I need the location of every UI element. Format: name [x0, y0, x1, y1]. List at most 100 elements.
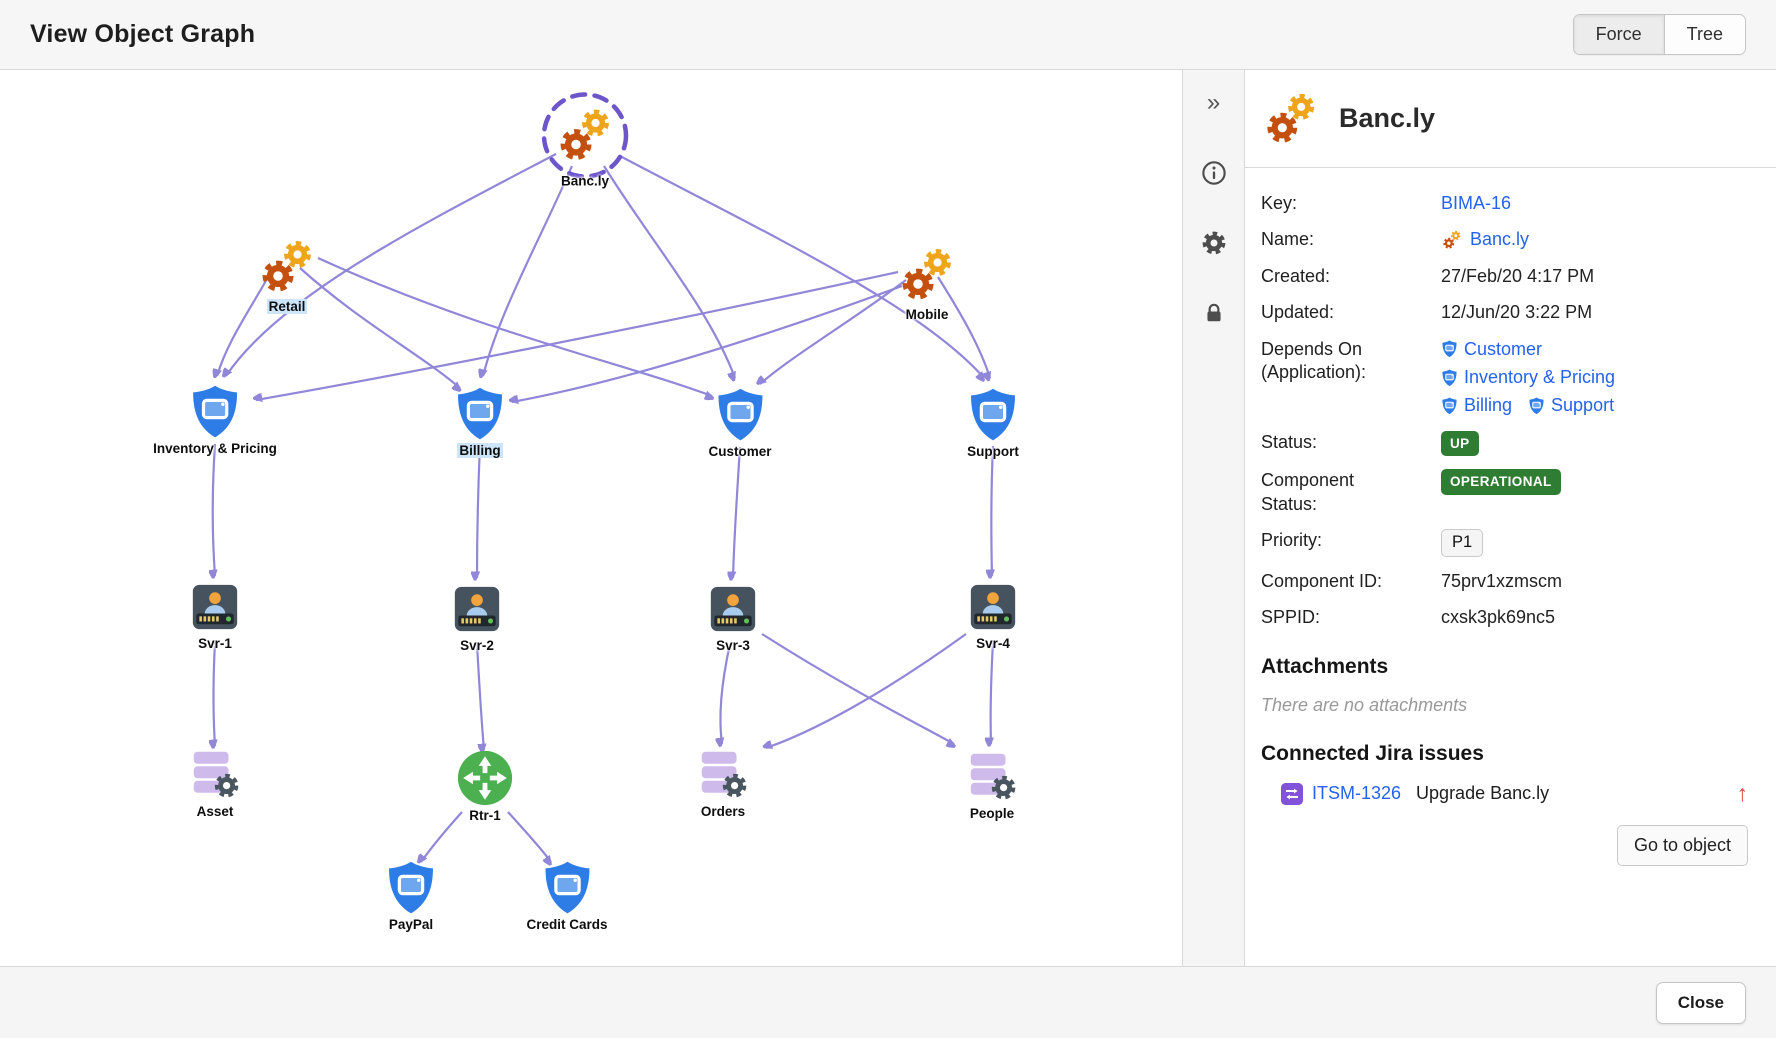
application-gears-icon-selected	[541, 92, 629, 179]
edge	[760, 279, 907, 384]
depends-on-link-support[interactable]: Support	[1551, 395, 1615, 416]
field-row-updated: Updated: 12/Jun/20 3:22 PM	[1261, 301, 1748, 324]
node-label: Banc.ly	[560, 173, 610, 189]
node-label: Orders	[700, 804, 746, 819]
status-badge: UP	[1441, 430, 1479, 457]
edge	[483, 165, 574, 376]
key-link[interactable]: BIMA-16	[1441, 193, 1512, 213]
field-row-component-id: Component ID: 75prv1xzmscm	[1261, 570, 1748, 593]
database-gear-icon	[186, 745, 244, 803]
node-label: Customer	[708, 444, 772, 459]
settings-icon[interactable]	[1199, 228, 1229, 258]
object-detail-panel: Banc.ly Key: BIMA-16 Name: Banc.ly Creat…	[1245, 70, 1776, 966]
application-gears-icon	[1261, 89, 1321, 149]
application-gears-icon	[896, 244, 958, 306]
field-row-key: Key: BIMA-16	[1261, 192, 1748, 215]
issue-key-link[interactable]: ITSM-1326	[1312, 783, 1402, 804]
attachments-heading: Attachments	[1261, 655, 1389, 679]
jira-issue-row[interactable]: ITSM-1326 Upgrade Banc.ly ↑	[1261, 782, 1748, 805]
graph-node-paypal[interactable]: PayPal	[385, 860, 437, 932]
application-gears-icon	[1441, 229, 1463, 251]
expand-panel-icon[interactable]: »	[1199, 88, 1229, 118]
server-icon	[192, 584, 238, 630]
info-icon[interactable]	[1199, 158, 1229, 188]
name-link[interactable]: Banc.ly	[1470, 229, 1530, 250]
graph-node-svr-1[interactable]: Svr-1	[187, 579, 243, 651]
node-label: Credit Cards	[526, 917, 608, 932]
edge	[603, 165, 737, 378]
page-title: View Object Graph	[30, 20, 256, 48]
sppid-value: cxsk3pk69nc5	[1441, 606, 1556, 627]
footer-bar: Close	[0, 966, 1776, 1038]
shield-app-icon	[456, 386, 504, 442]
node-label: People	[969, 806, 1015, 821]
field-row-name: Name: Banc.ly	[1261, 228, 1748, 251]
node-label: Asset	[196, 804, 234, 819]
edge	[991, 641, 995, 744]
node-label: Rtr-1	[469, 808, 501, 823]
graph-node-inventory-pricing[interactable]: Inventory & Pricing	[153, 384, 277, 456]
issue-type-icon	[1281, 782, 1303, 805]
shield-app-icon	[1441, 368, 1458, 387]
force-view-button[interactable]: Force	[1573, 15, 1664, 54]
node-label: Svr-2	[460, 638, 494, 653]
created-value: 27/Feb/20 4:17 PM	[1441, 265, 1595, 286]
edge	[619, 155, 984, 378]
edge	[421, 811, 463, 862]
graph-node-asset[interactable]: Asset	[186, 745, 244, 819]
node-label: Mobile	[905, 307, 949, 322]
close-button[interactable]: Close	[1655, 981, 1746, 1024]
edge	[937, 276, 990, 378]
graph-node-bancly[interactable]: Banc.ly	[535, 92, 635, 189]
edge	[217, 269, 273, 376]
graph-node-orders[interactable]: Orders	[694, 745, 752, 819]
graph-node-credit-cards[interactable]: Credit Cards	[526, 860, 608, 932]
shield-app-icon	[1441, 340, 1458, 358]
graph-node-svr-4[interactable]: Svr-4	[965, 579, 1021, 651]
graph-node-retail[interactable]: Retail	[256, 236, 318, 314]
edge	[507, 811, 551, 862]
node-label: Support	[967, 444, 1019, 459]
lock-icon[interactable]	[1199, 298, 1229, 328]
field-row-depends-on: Depends On (Application): Customer Inven…	[1261, 338, 1748, 418]
server-icon	[970, 584, 1016, 630]
shield-app-icon	[1441, 397, 1458, 415]
graph-node-rtr-1[interactable]: Rtr-1	[456, 749, 514, 823]
server-icon	[710, 586, 756, 632]
go-to-object-button[interactable]: Go to object	[1616, 825, 1748, 867]
shield-app-icon	[191, 384, 239, 440]
graph-node-support[interactable]: Support	[967, 387, 1019, 459]
edge	[299, 267, 460, 388]
edge	[213, 443, 215, 576]
panel-toolbar: »	[1183, 70, 1245, 966]
graph-node-mobile[interactable]: Mobile	[896, 244, 958, 322]
node-label: Inventory & Pricing	[153, 441, 277, 456]
graph-node-svr-2[interactable]: Svr-2	[449, 581, 505, 653]
graph-node-svr-3[interactable]: Svr-3	[705, 581, 761, 653]
graph-node-billing[interactable]: Billing	[454, 386, 506, 458]
tree-view-button[interactable]: Tree	[1663, 15, 1745, 54]
graph-node-people[interactable]: People	[963, 747, 1021, 821]
edge	[733, 446, 742, 578]
application-gears-icon	[256, 236, 318, 298]
edge	[477, 443, 482, 578]
object-graph-canvas[interactable]: Banc.ly Retail Mobile Inventory & Pricin…	[0, 70, 1183, 966]
node-label: Retail	[266, 299, 308, 314]
depends-on-link-customer[interactable]: Customer	[1464, 338, 1543, 359]
database-gear-icon	[963, 747, 1021, 805]
component-status-badge: OPERATIONAL	[1441, 469, 1561, 495]
edge	[991, 445, 993, 576]
field-row-created: Created: 27/Feb/20 4:17 PM	[1261, 265, 1748, 288]
edge	[761, 633, 954, 744]
graph-node-customer[interactable]: Customer	[708, 387, 772, 459]
component-id-value: 75prv1xzmscm	[1441, 570, 1563, 591]
graph-edges	[0, 153, 1183, 966]
router-icon	[457, 750, 513, 806]
database-gear-icon	[694, 745, 752, 803]
field-row-component-status: Component Status: OPERATIONAL	[1261, 469, 1748, 516]
depends-on-link-billing[interactable]: Billing	[1464, 395, 1513, 416]
node-label: Billing	[457, 443, 503, 458]
priority-badge: P1	[1441, 529, 1484, 557]
depends-on-link-inventory-pricing[interactable]: Inventory & Pricing	[1464, 366, 1616, 387]
edge	[214, 641, 216, 746]
